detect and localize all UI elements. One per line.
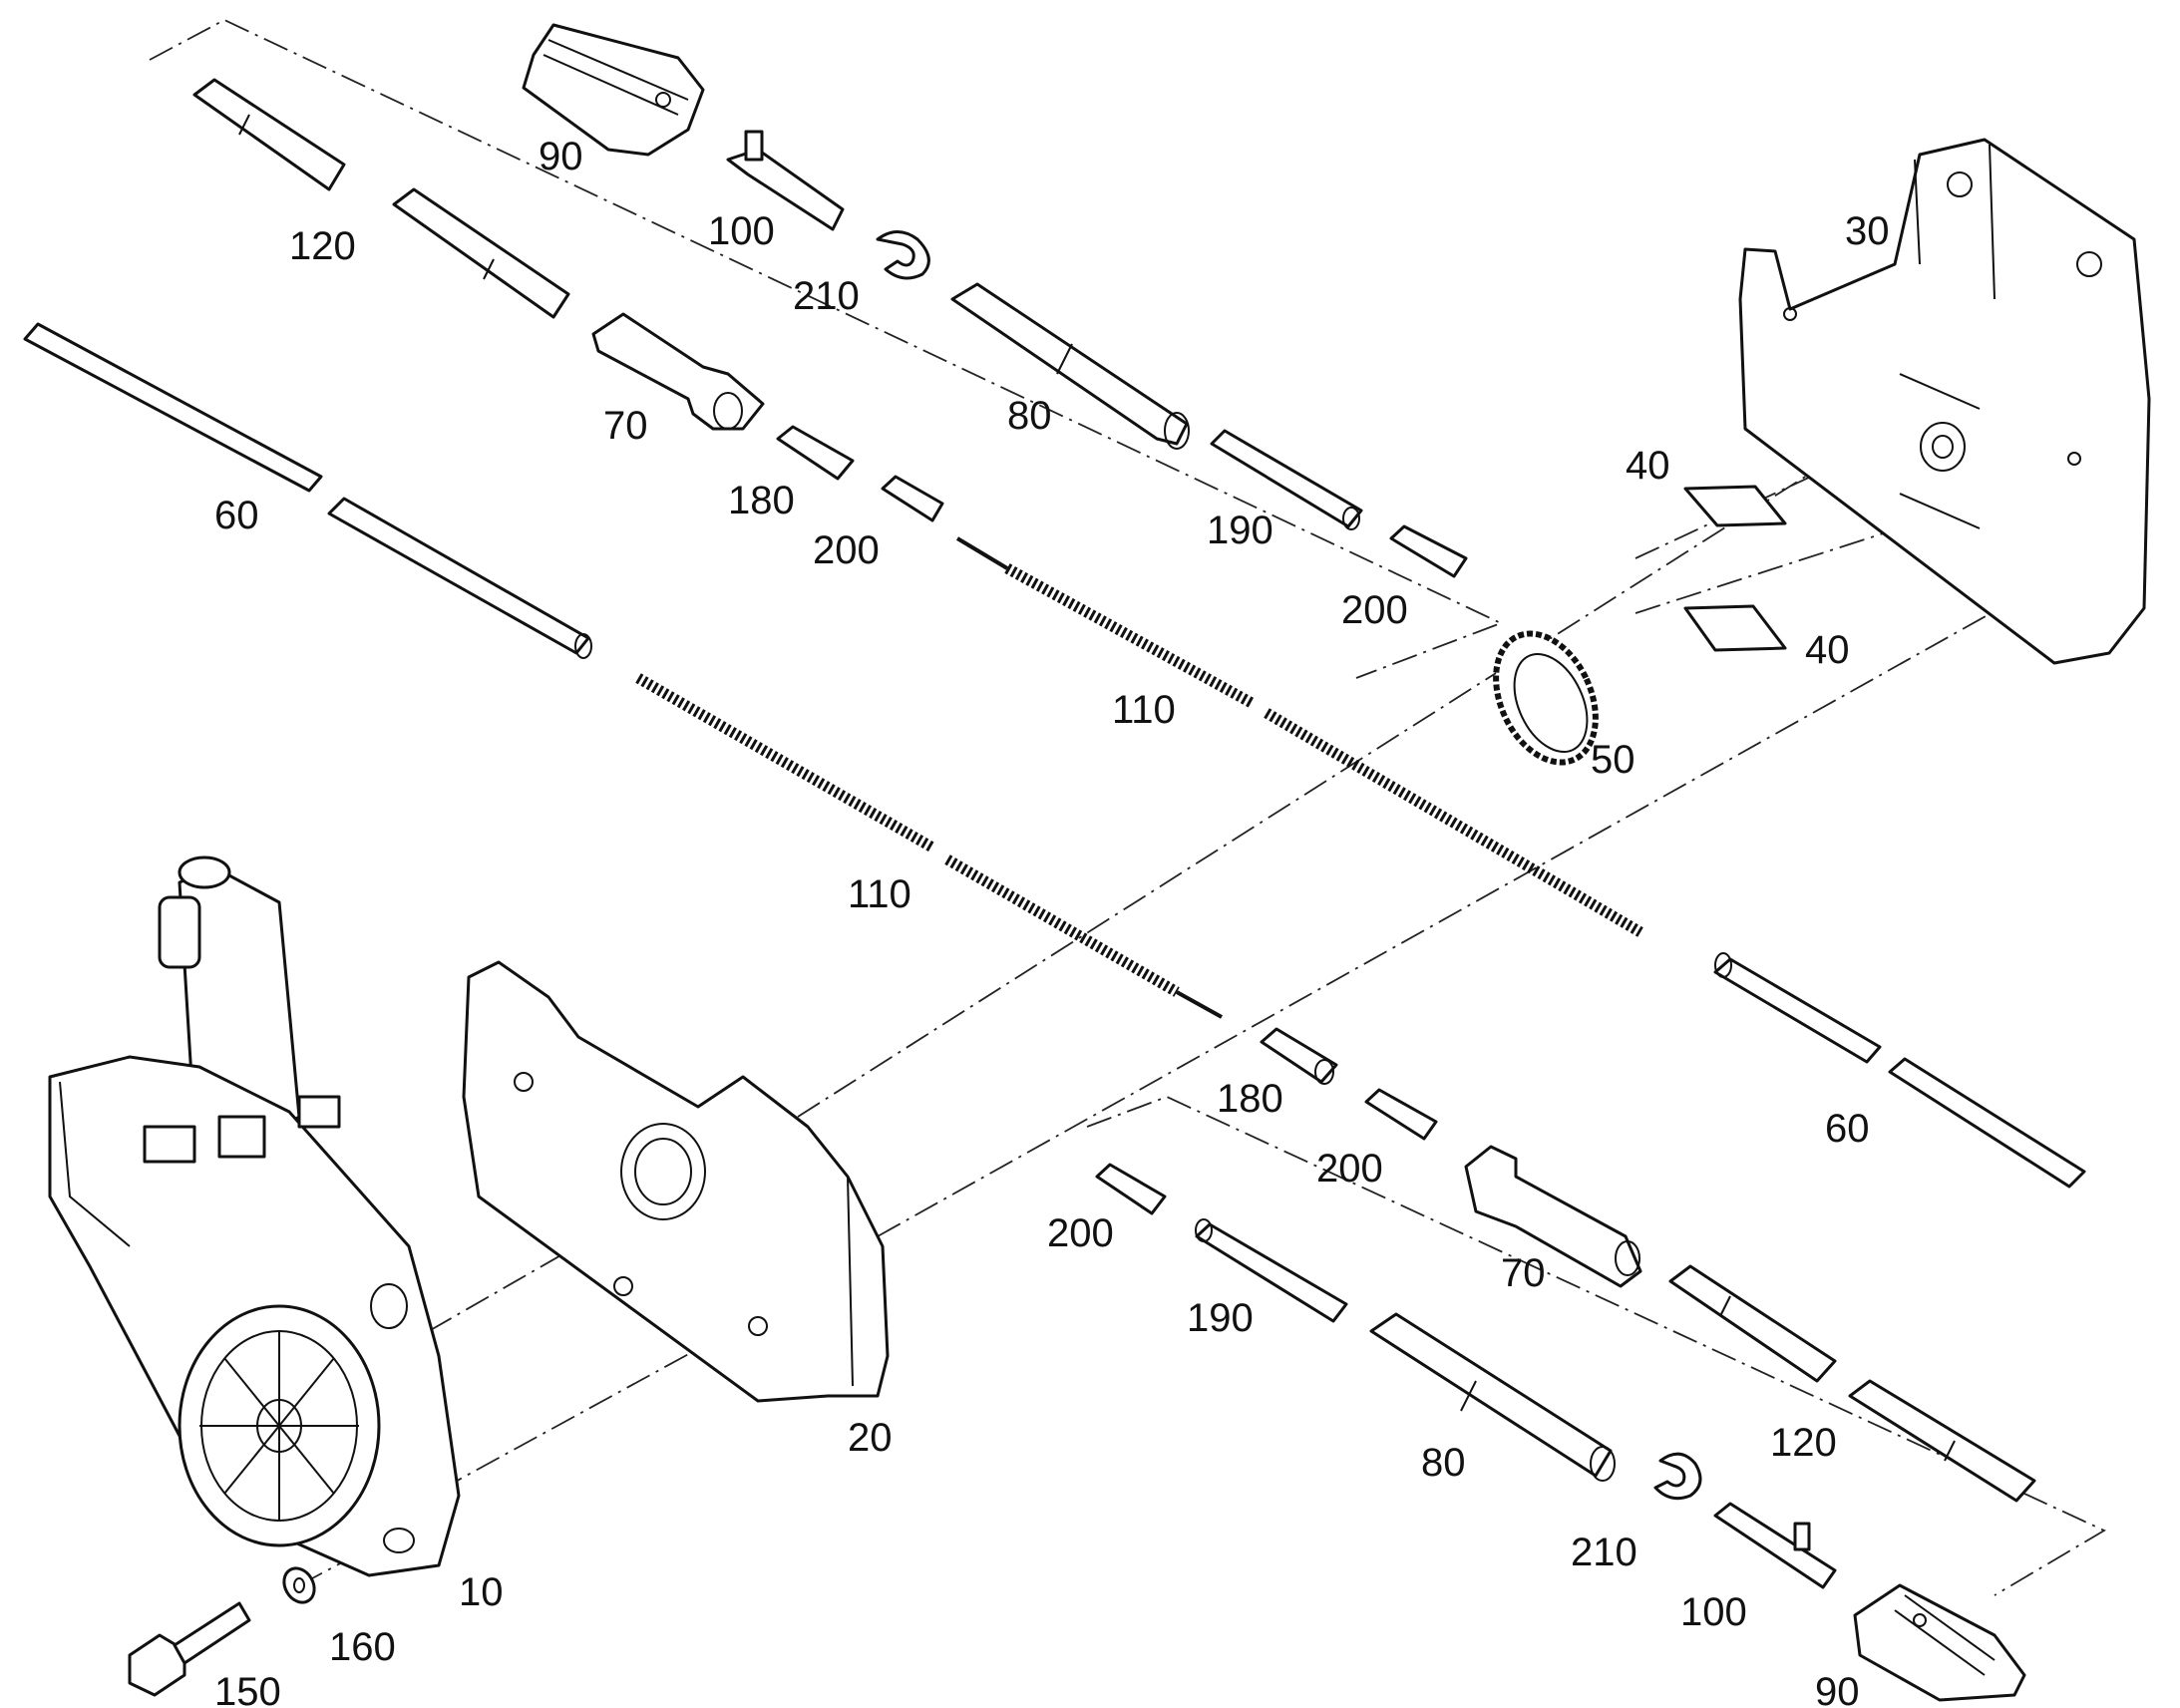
label-210-top: 210 [793,274,860,318]
label-120-top: 120 [289,224,356,268]
label-210-bottom: 210 [1571,1531,1637,1574]
label-70-top: 70 [603,404,648,448]
part-150-bolt [128,1601,251,1697]
label-200-top-b: 200 [1341,588,1408,632]
part-40-pad-b [1683,604,1787,652]
part-100-bottom [1713,1502,1837,1589]
label-40-b: 40 [1805,628,1850,672]
part-40-pad-a [1683,485,1787,527]
label-180-bottom: 180 [1217,1077,1283,1121]
part-60-rod-bottom [1713,952,2086,1189]
part-200-bottom-a [1364,1088,1438,1141]
label-200-top-a: 200 [813,528,880,572]
label-10: 10 [459,1570,504,1614]
label-30: 30 [1845,209,1890,253]
part-70-bottom [1464,1145,1642,1288]
part-90-top [522,23,705,157]
label-190-bottom: 190 [1187,1296,1254,1340]
part-60-rod-top [23,322,592,659]
label-60-bottom: 60 [1825,1107,1870,1151]
label-80-top: 80 [1007,394,1052,438]
part-200-bottom-b [1095,1163,1167,1215]
label-150: 150 [214,1670,281,1708]
label-100-bottom: 100 [1680,1590,1747,1634]
part-50-gear [1493,630,1599,766]
label-180-top: 180 [728,479,795,522]
callout-labels: 90 100 120 210 70 80 30 60 180 200 190 2… [214,135,1890,1708]
part-160-washer [282,1566,316,1604]
part-180-bottom [1260,1027,1338,1085]
label-110-lower: 110 [848,872,911,916]
part-180-top [776,425,855,481]
label-160: 160 [329,1625,396,1669]
label-120-bottom: 120 [1770,1421,1837,1465]
part-110-spring-upper [955,536,1643,937]
part-210-bottom [1653,1452,1702,1501]
part-200-top-a [881,475,944,522]
label-100-top: 100 [708,209,775,253]
label-60-top: 60 [214,494,259,537]
label-110-upper: 110 [1112,688,1176,732]
label-90-top: 90 [539,135,583,178]
part-120-bottom [1668,1264,2036,1503]
part-30-plate [1738,138,2151,665]
part-200-top-b [1389,524,1468,578]
part-90-bottom [1853,1583,2026,1702]
part-100-top [726,130,845,231]
label-190-top: 190 [1207,509,1273,552]
label-200-bottom-a: 200 [1316,1147,1383,1191]
part-10-motor [48,855,461,1577]
label-50: 50 [1591,738,1635,782]
label-70-bottom: 70 [1501,1251,1546,1295]
label-80-bottom: 80 [1421,1441,1466,1485]
label-200-bottom-b: 200 [1047,1211,1114,1255]
label-20: 20 [848,1416,893,1460]
part-190-top [1210,429,1363,530]
part-210-top [876,230,930,280]
part-70-top [591,312,765,431]
part-110-spring-lower [635,673,1223,1019]
part-20-plate [462,960,890,1403]
label-40-a: 40 [1626,444,1670,488]
part-80-bottom [1369,1312,1616,1482]
part-80-top [950,282,1190,450]
part-190-bottom [1195,1218,1348,1323]
label-90-bottom: 90 [1815,1670,1860,1708]
part-120-top [192,78,570,319]
